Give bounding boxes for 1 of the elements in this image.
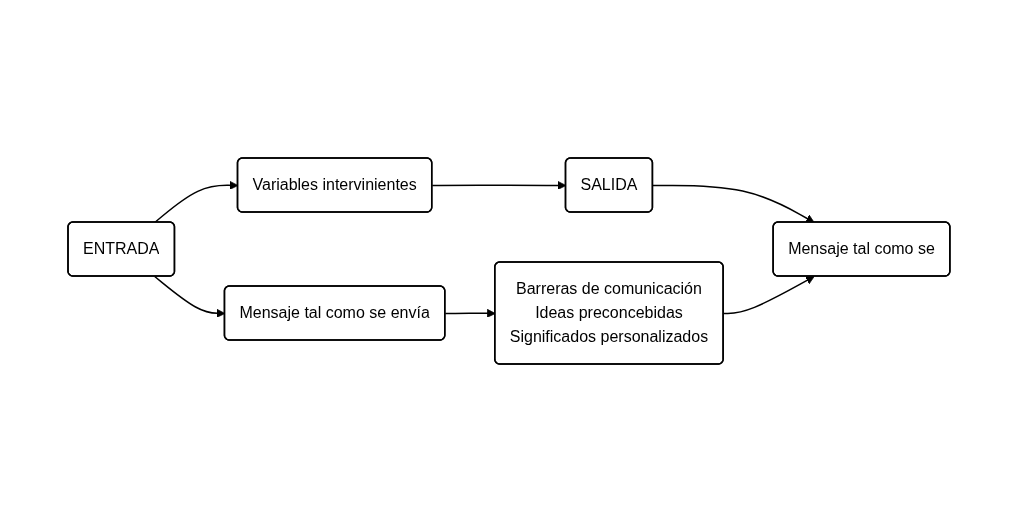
arrow [652, 184, 815, 223]
